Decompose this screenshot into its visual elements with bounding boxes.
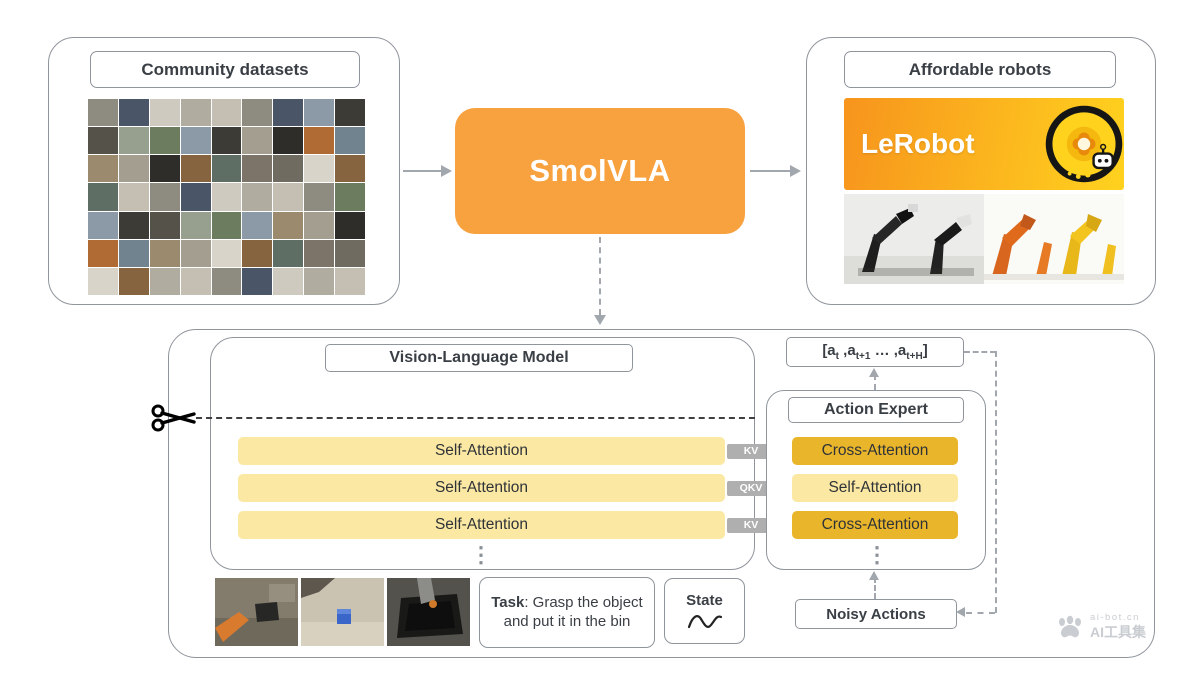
noisy-to-expert-arrow (874, 577, 876, 599)
scissors-icon (151, 404, 196, 432)
noisy-actions-box: Noisy Actions (795, 599, 957, 629)
actions-output-text: [at ,at+1 … ,at+H] (822, 342, 928, 362)
state-box: State (664, 578, 745, 644)
community-datasets-image (88, 99, 365, 295)
robot-arms-photo-black (844, 194, 984, 284)
community-datasets-title: Community datasets (90, 51, 360, 88)
layer-skip-cut-line (196, 417, 755, 419)
action-expert-title: Action Expert (788, 397, 964, 423)
output-feedback-arrowhead (956, 607, 965, 617)
cross-attention-layer: Cross-Attention (792, 437, 958, 465)
expert-to-output-arrow (874, 374, 876, 390)
camera-observations (215, 578, 471, 646)
output-feedback-line-right (995, 351, 997, 613)
vlm-title: Vision-Language Model (325, 344, 633, 372)
watermark-site: ai-bot.cn (1090, 612, 1140, 623)
expert-self-attention-layer: Self-Attention (792, 474, 958, 502)
output-feedback-line-top (964, 351, 996, 353)
state-wave-icon (687, 614, 722, 628)
task-text: Task: Grasp the object and put it in the… (491, 594, 643, 631)
vlm-self-attention-layer: Self-Attention (238, 474, 725, 502)
camera-frame-1 (215, 578, 298, 646)
datasets-to-smolvla-arrow (403, 164, 452, 177)
lerobot-logo-banner: LeRobot (844, 98, 1124, 190)
noisy-to-expert-arrowhead (869, 571, 879, 580)
watermark-paw-icon (1059, 615, 1081, 637)
smolvla-to-architecture-arrowhead (594, 315, 606, 325)
robot-arms-photos (844, 194, 1124, 284)
vlm-self-attention-layer: Self-Attention (238, 511, 725, 539)
cross-attention-layer: Cross-Attention (792, 511, 958, 539)
watermark-name: AI工具集 (1090, 623, 1146, 640)
task-box: Task: Grasp the object and put it in the… (479, 577, 655, 648)
action-expert-ellipsis: ⋮ (866, 542, 888, 567)
actions-output-box: [at ,at+1 … ,at+H] (786, 337, 964, 367)
watermark: ai-bot.cn AI工具集 (1056, 612, 1146, 640)
lerobot-logo-text: LeRobot (861, 128, 975, 159)
lerobot-mascot-icon (1045, 105, 1123, 183)
camera-frame-2 (301, 578, 384, 646)
output-feedback-line-bottom (966, 612, 995, 614)
vlm-self-attention-layer: Self-Attention (238, 437, 725, 465)
robot-arms-photo-colored (984, 194, 1124, 284)
task-description: : Grasp the object and put it in the bin (503, 594, 643, 630)
vlm-ellipsis: ⋮ (470, 542, 492, 567)
expert-to-output-arrowhead (869, 368, 879, 377)
smolvla-to-architecture-arrow (599, 237, 601, 315)
affordable-robots-title: Affordable robots (844, 51, 1116, 88)
smolvla-block: SmolVLA (455, 108, 745, 234)
state-label: State (686, 591, 723, 609)
smolvla-to-robots-arrow (750, 164, 801, 177)
task-label: Task (491, 594, 525, 612)
camera-frame-3 (387, 578, 470, 646)
